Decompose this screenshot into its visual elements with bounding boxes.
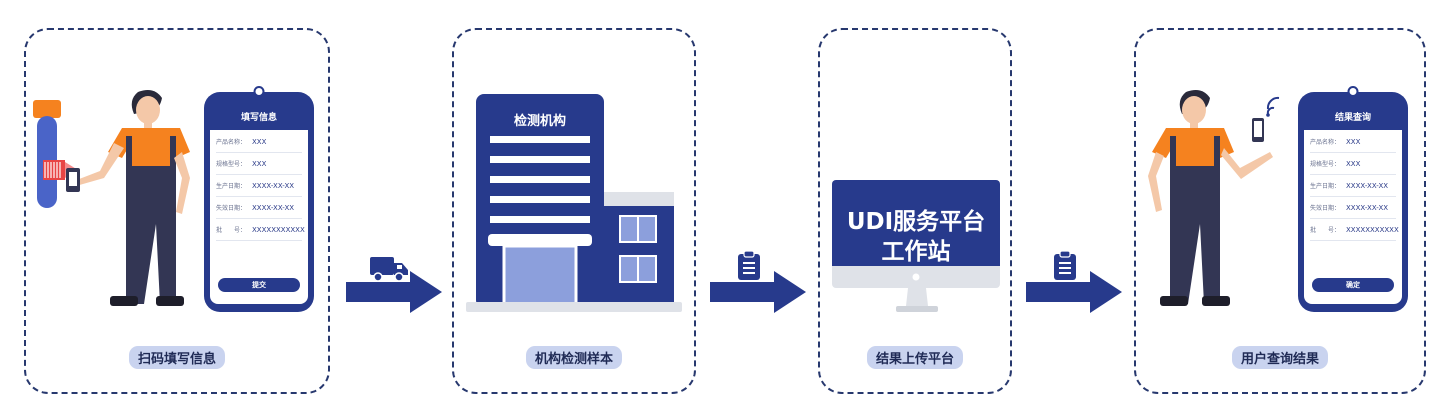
form-row-product-name: 产品名称： XXX bbox=[216, 132, 302, 153]
phone-screen: 结果查询 产品名称： XXX 规格型号： XXX 生产日期： XXXX-XX-XX 失… bbox=[1304, 110, 1402, 304]
phone-header-title: 结果查询 bbox=[1304, 110, 1402, 130]
step-caption-upload: 结果上传平台 bbox=[866, 346, 964, 369]
form-row-model: 规格型号： XXX bbox=[216, 154, 302, 175]
form-row-batch: 批 号： XXXXXXXXXXX bbox=[216, 220, 305, 241]
form-label: 生产日期： bbox=[1310, 183, 1341, 190]
flow-arrow-1 bbox=[346, 271, 442, 313]
step-caption-query: 用户查询结果 bbox=[1231, 346, 1329, 369]
form-value: XXXX-XX-XX bbox=[1346, 204, 1389, 212]
form-label: 批 号： bbox=[216, 227, 247, 234]
form-label: 产品名称： bbox=[216, 139, 247, 146]
form-label: 批 号： bbox=[1310, 227, 1341, 234]
step-panel-lab bbox=[452, 28, 696, 394]
flow-arrow-2 bbox=[710, 271, 806, 313]
form-row-expiry-date: 失效日期： XXXX-XX-XX bbox=[216, 198, 302, 219]
phone-screen: 填写信息 产品名称： XXX 规格型号： XXX 生产日期： XXXX-XX-XX 失… bbox=[210, 110, 308, 304]
truck-icon bbox=[370, 257, 408, 282]
form-label: 产品名称： bbox=[1310, 139, 1341, 146]
form-row-product-name: 产品名称： XXX bbox=[1310, 132, 1396, 153]
form-row-model: 规格型号： XXX bbox=[1310, 154, 1396, 175]
form-value: XXX bbox=[1346, 138, 1361, 146]
form-value: XXXX-XX-XX bbox=[1346, 182, 1389, 190]
form-value: XXXX-XX-XX bbox=[252, 182, 295, 190]
form-label: 失效日期： bbox=[1310, 205, 1341, 212]
lab-building-illustration bbox=[466, 94, 682, 312]
submit-button[interactable]: 提交 bbox=[218, 278, 300, 292]
form-label: 失效日期： bbox=[216, 205, 247, 212]
person-query-illustration bbox=[1148, 90, 1280, 306]
form-value: XXX bbox=[252, 138, 267, 146]
monitor-title-line1: UDI服务平台 bbox=[846, 209, 986, 235]
flow-arrow-3 bbox=[1026, 271, 1122, 313]
result-query-phone: 结果查询 产品名称： XXX 规格型号： XXX 生产日期： XXXX-XX-XX 失… bbox=[1298, 86, 1408, 312]
form-label: 规格型号： bbox=[216, 161, 247, 168]
step-caption-scan: 扫码填写信息 bbox=[128, 346, 226, 369]
form-value: XXXXXXXXXXX bbox=[252, 226, 305, 234]
monitor-title-line2: 工作站 bbox=[881, 239, 951, 265]
monitor-stand bbox=[896, 273, 938, 312]
phone-camera-icon bbox=[1347, 86, 1359, 97]
step-panel-scan bbox=[24, 28, 330, 394]
form-row-production-date: 生产日期： XXXX-XX-XX bbox=[1310, 176, 1396, 197]
form-value: XXX bbox=[1346, 160, 1361, 168]
phone-camera-icon bbox=[253, 86, 265, 97]
step-panel-upload bbox=[818, 28, 1012, 394]
form-row-production-date: 生产日期： XXXX-XX-XX bbox=[216, 176, 302, 197]
clipboard-icon bbox=[1054, 250, 1076, 280]
form-label: 规格型号： bbox=[1310, 161, 1341, 168]
form-value: XXXXXXXXXXX bbox=[1346, 226, 1399, 234]
form-row-expiry-date: 失效日期： XXXX-XX-XX bbox=[1310, 198, 1396, 219]
info-form-phone: 填写信息 产品名称： XXX 规格型号： XXX 生产日期： XXXX-XX-XX 失… bbox=[204, 86, 314, 312]
form-value: XXX bbox=[252, 160, 267, 168]
confirm-button[interactable]: 确定 bbox=[1312, 278, 1394, 292]
monitor-screen: UDI服务平台 工作站 bbox=[832, 180, 1000, 280]
clipboard-icon bbox=[738, 250, 760, 280]
step-panel-query bbox=[1134, 28, 1426, 394]
phone-header-title: 填写信息 bbox=[210, 110, 308, 130]
building-title: 检测机构 bbox=[513, 114, 566, 129]
step-caption-lab: 机构检测样本 bbox=[525, 346, 623, 369]
form-value: XXXX-XX-XX bbox=[252, 204, 295, 212]
form-row-batch: 批 号： XXXXXXXXXXX bbox=[1310, 220, 1399, 241]
person-scanning-illustration bbox=[66, 90, 190, 306]
form-label: 生产日期： bbox=[216, 183, 247, 190]
